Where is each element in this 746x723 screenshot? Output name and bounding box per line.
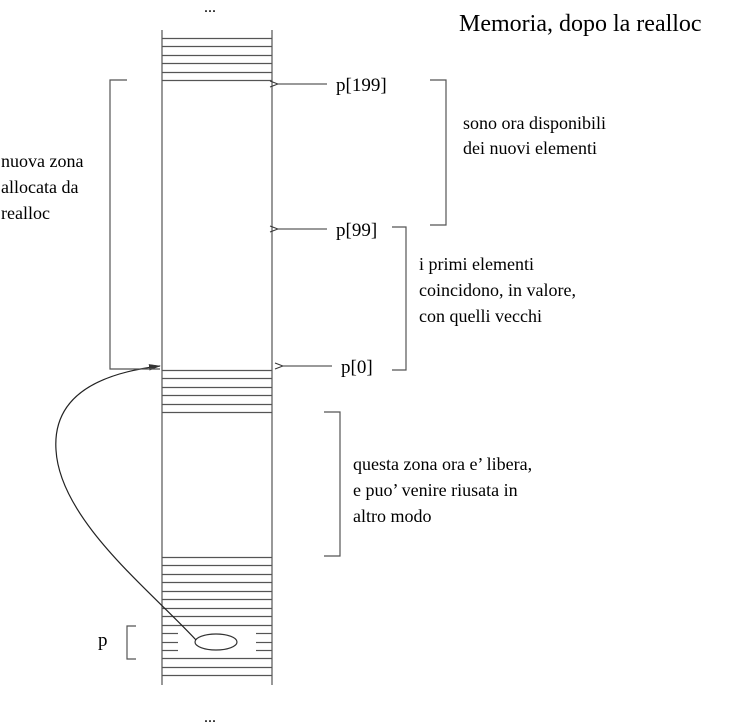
label-p0: p[0] [341, 357, 373, 378]
ellipsis-top: ... [204, 0, 216, 16]
annotation-line: i primi elementi [419, 254, 534, 274]
memory-column [161, 30, 273, 685]
cell-lines-top [162, 37, 272, 82]
annotation-new-elements: sono ora disponibili dei nuovi elementi [463, 113, 606, 158]
label-p99: p[99] [336, 220, 377, 241]
diagram-title: Memoria, dopo la realloc [459, 11, 702, 37]
annotation-line: dei nuovi elementi [463, 138, 597, 158]
annotation-line: nuova zona [1, 151, 83, 171]
annotation-line: altro modo [353, 506, 432, 526]
bracket-p [126, 625, 136, 660]
bracket-first-elements [392, 226, 407, 371]
annotation-line: coincidono, in valore, [419, 280, 576, 300]
cell-lines-middle [162, 369, 272, 414]
annotation-line: allocata da [1, 177, 78, 197]
bracket-free-zone [324, 411, 341, 557]
annotation-free-zone: questa zona ora e’ libera, e puo’ venire… [353, 454, 532, 526]
label-p: p [98, 630, 108, 651]
annotation-line: questa zona ora e’ libera, [353, 454, 532, 474]
cell-lines-bottom [162, 556, 272, 677]
annotation-line: e puo’ venire riusata in [353, 480, 518, 500]
bracket-new-zone [109, 79, 160, 370]
annotation-line: realloc [1, 203, 50, 223]
annotation-new-zone: nuova zona allocata da realloc [1, 151, 83, 223]
pointer-p-cell [194, 633, 238, 651]
annotation-first-elements: i primi elementi coincidono, in valore, … [419, 254, 576, 326]
annotation-line: con quelli vecchi [419, 306, 542, 326]
annotation-line: sono ora disponibili [463, 113, 606, 133]
label-p199: p[199] [336, 75, 387, 96]
pointer-arrow-curve [55, 366, 197, 641]
ellipsis-bottom: ... [204, 709, 216, 723]
bracket-new-elements [430, 79, 447, 226]
